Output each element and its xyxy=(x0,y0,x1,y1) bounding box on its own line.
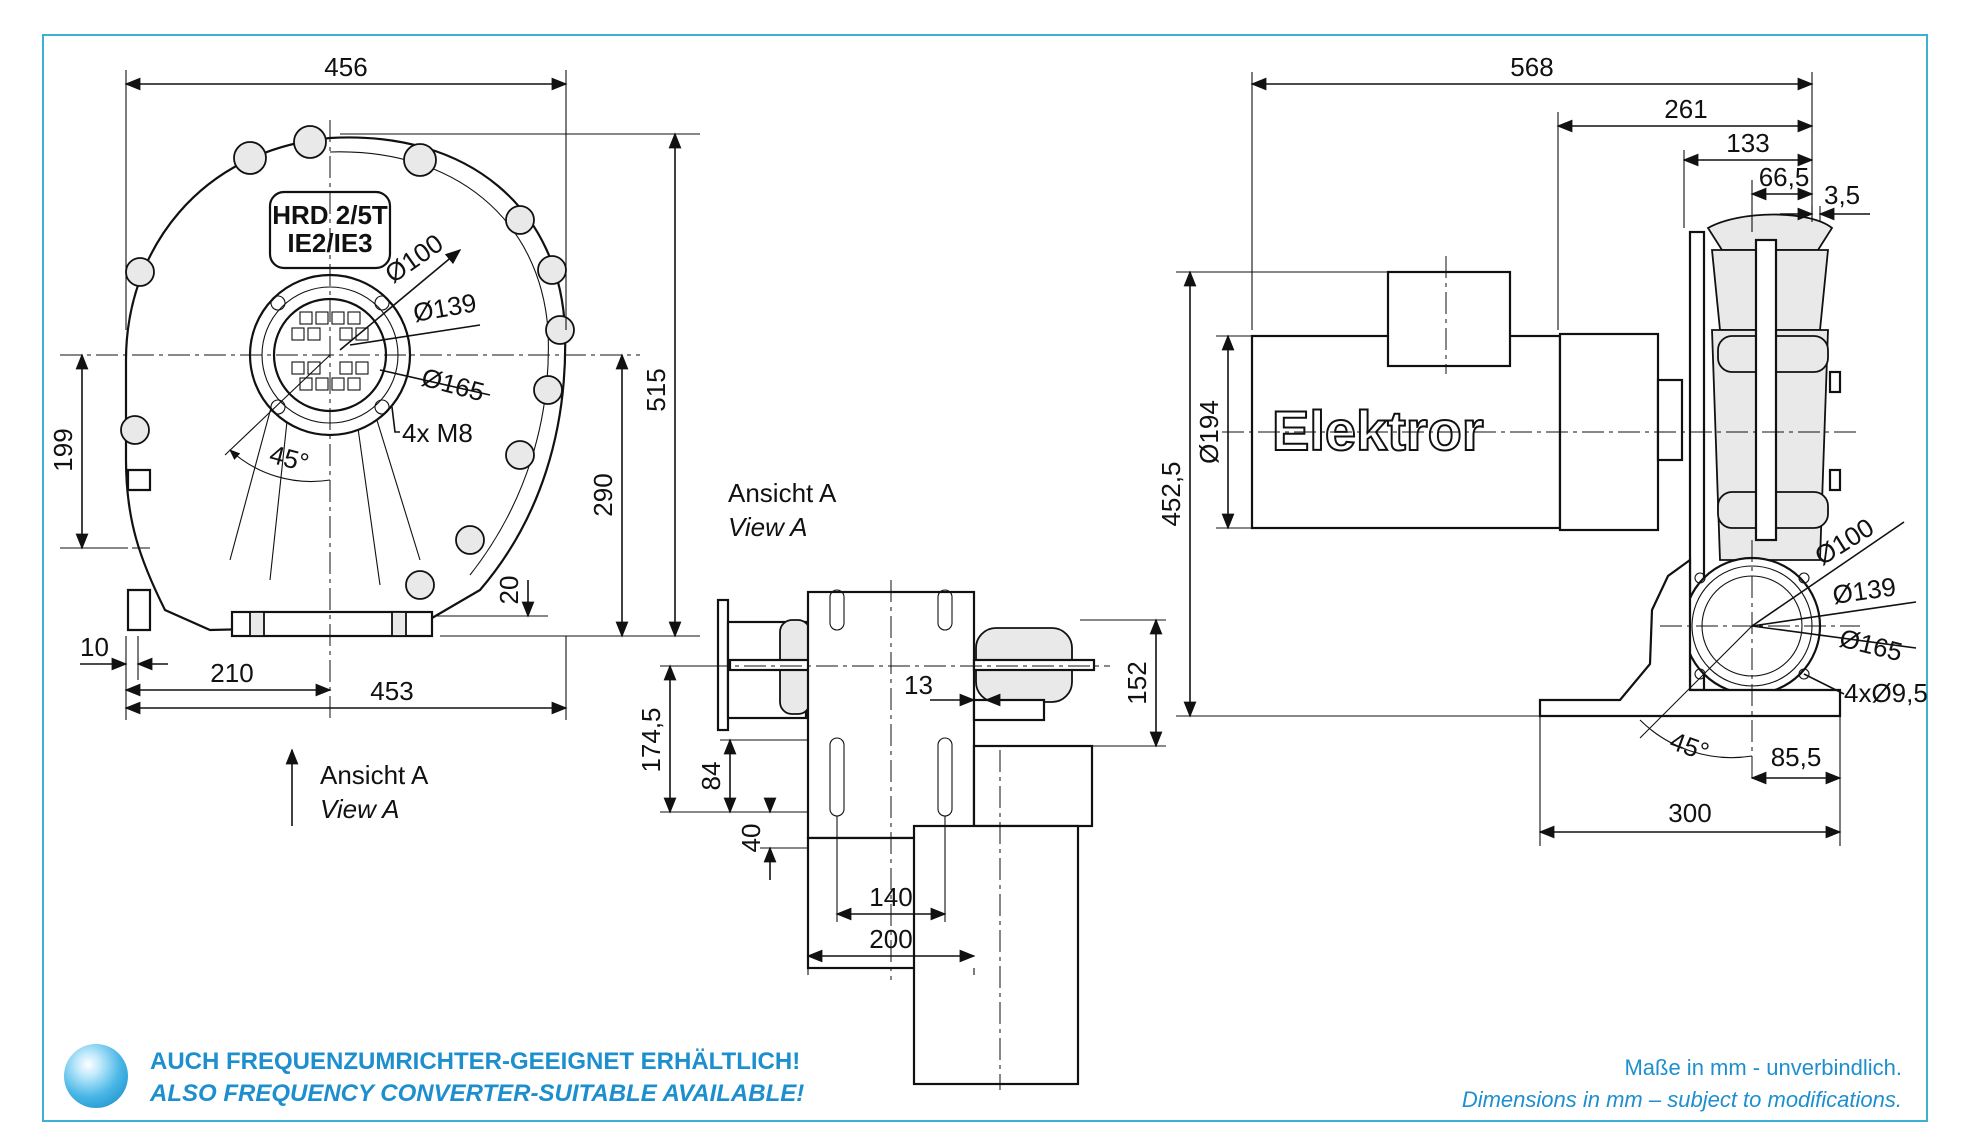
dim-40: 40 xyxy=(736,824,766,853)
info-bubble-icon xyxy=(64,1044,128,1108)
view-a-title-en: View A xyxy=(728,512,808,542)
side-flange-d165: Ø165 xyxy=(1837,623,1906,667)
dim-453: 453 xyxy=(370,676,413,706)
dim-3-5: 3,5 xyxy=(1824,180,1860,210)
side-angle: 45° xyxy=(1666,725,1713,767)
dim-210: 210 xyxy=(210,658,253,688)
footer-disclaimer: Maße in mm - unverbindlich. Dimensions i… xyxy=(1462,1052,1902,1116)
side-view: Elektror Ø100 Ø139 Ø165 4xØ9, xyxy=(1156,52,1928,846)
dim-290: 290 xyxy=(588,473,618,516)
footer-notice-en: ALSO FREQUENCY CONVERTER-SUITABLE AVAILA… xyxy=(150,1080,805,1107)
front-bolts: 4x M8 xyxy=(402,418,473,448)
dim-133: 133 xyxy=(1726,128,1769,158)
dim-174-5: 174,5 xyxy=(636,707,666,772)
view-a: Ansicht A View A 174,5 84 xyxy=(636,478,1166,1090)
dim-84: 84 xyxy=(696,762,726,791)
dim-13: 13 xyxy=(904,670,933,700)
dim-10: 10 xyxy=(80,632,109,662)
dim-199: 199 xyxy=(48,428,78,471)
footer-notice: AUCH FREQUENZUMRICHTER-GEEIGNET ERHÄLTLI… xyxy=(150,1046,804,1110)
dim-d194: Ø194 xyxy=(1194,400,1224,464)
brand-logo: Elektror xyxy=(1272,399,1484,462)
dim-456: 456 xyxy=(324,52,367,82)
dim-152: 152 xyxy=(1122,661,1152,704)
side-bolts: 4xØ9,5 xyxy=(1844,678,1928,708)
side-flange-d139: Ø139 xyxy=(1831,571,1898,610)
footer-disclaimer-de: Maße in mm - unverbindlich. xyxy=(1624,1055,1902,1080)
view-a-label-de: Ansicht A xyxy=(320,760,429,790)
dim-261: 261 xyxy=(1664,94,1707,124)
footer-notice-de: AUCH FREQUENZUMRICHTER-GEEIGNET ERHÄLTLI… xyxy=(150,1048,801,1075)
dim-200: 200 xyxy=(869,924,912,954)
view-a-label-en: View A xyxy=(320,794,400,824)
dim-140: 140 xyxy=(869,882,912,912)
dim-515: 515 xyxy=(641,368,671,411)
dim-20: 20 xyxy=(494,576,524,605)
dim-85-5: 85,5 xyxy=(1771,742,1822,772)
dim-568: 568 xyxy=(1510,52,1553,82)
dim-452-5: 452,5 xyxy=(1156,461,1186,526)
footer-disclaimer-en: Dimensions in mm – subject to modificati… xyxy=(1461,1087,1902,1112)
front-view: HRD 2/5T IE2/IE3 Ø100 Ø139 Ø165 4x M8 45… xyxy=(48,52,700,826)
dim-300: 300 xyxy=(1668,798,1711,828)
view-a-title-de: Ansicht A xyxy=(728,478,837,508)
drawing-frame xyxy=(42,34,1928,1122)
dim-66-5: 66,5 xyxy=(1759,162,1810,192)
